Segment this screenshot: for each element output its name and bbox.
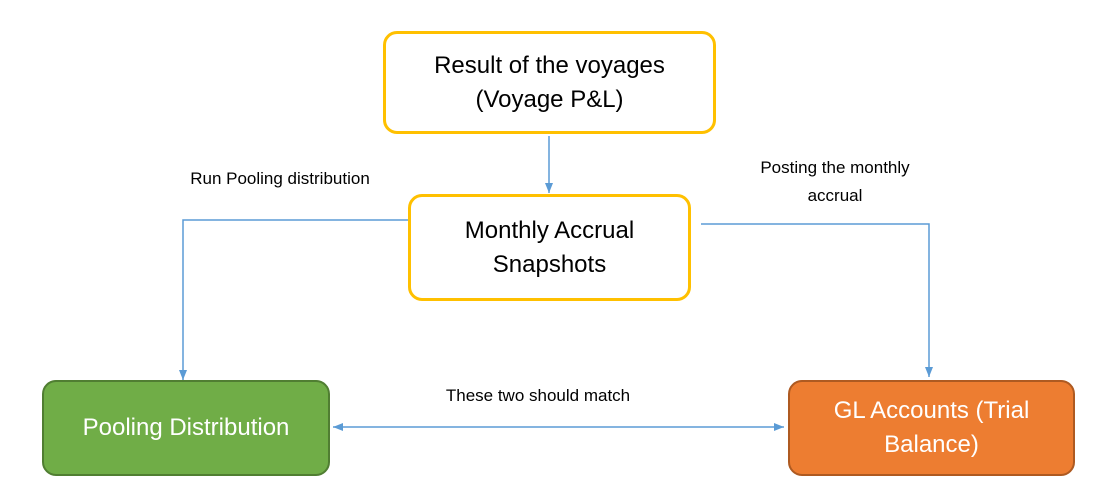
- monthly-accrual-subtitle: Snapshots: [492, 250, 607, 278]
- gl-accounts-node: GL Accounts (Trial Balance): [788, 380, 1075, 476]
- arrow-accrual-to-gl: [701, 223, 933, 377]
- pooling-distribution-title: Pooling Distribution: [82, 414, 290, 441]
- run-pooling-text: Run Pooling distribution: [190, 169, 370, 188]
- voyage-pnl-subtitle: (Voyage P&L): [475, 85, 624, 113]
- gl-accounts-title: GL Accounts (Trial: [833, 397, 1030, 424]
- run-pooling-label: Run Pooling distribution: [160, 165, 400, 193]
- posting-accrual-line1: Posting the monthly: [760, 158, 910, 177]
- match-text: These two should match: [445, 386, 631, 405]
- posting-accrual-label: Posting the monthly accrual: [735, 154, 935, 210]
- gl-accounts-subtitle: Balance): [884, 431, 979, 458]
- voyage-pnl-title: Result of the voyages: [434, 51, 665, 79]
- monthly-accrual-node: Monthly Accrual Snapshots: [408, 194, 691, 301]
- match-label: These two should match: [418, 382, 658, 410]
- arrow-accrual-to-pooling: [179, 219, 408, 380]
- monthly-accrual-title: Monthly Accrual: [464, 216, 635, 244]
- pooling-distribution-node: Pooling Distribution: [42, 380, 330, 476]
- voyage-pnl-node: Result of the voyages (Voyage P&L): [383, 31, 716, 134]
- posting-accrual-line2: accrual: [807, 186, 863, 205]
